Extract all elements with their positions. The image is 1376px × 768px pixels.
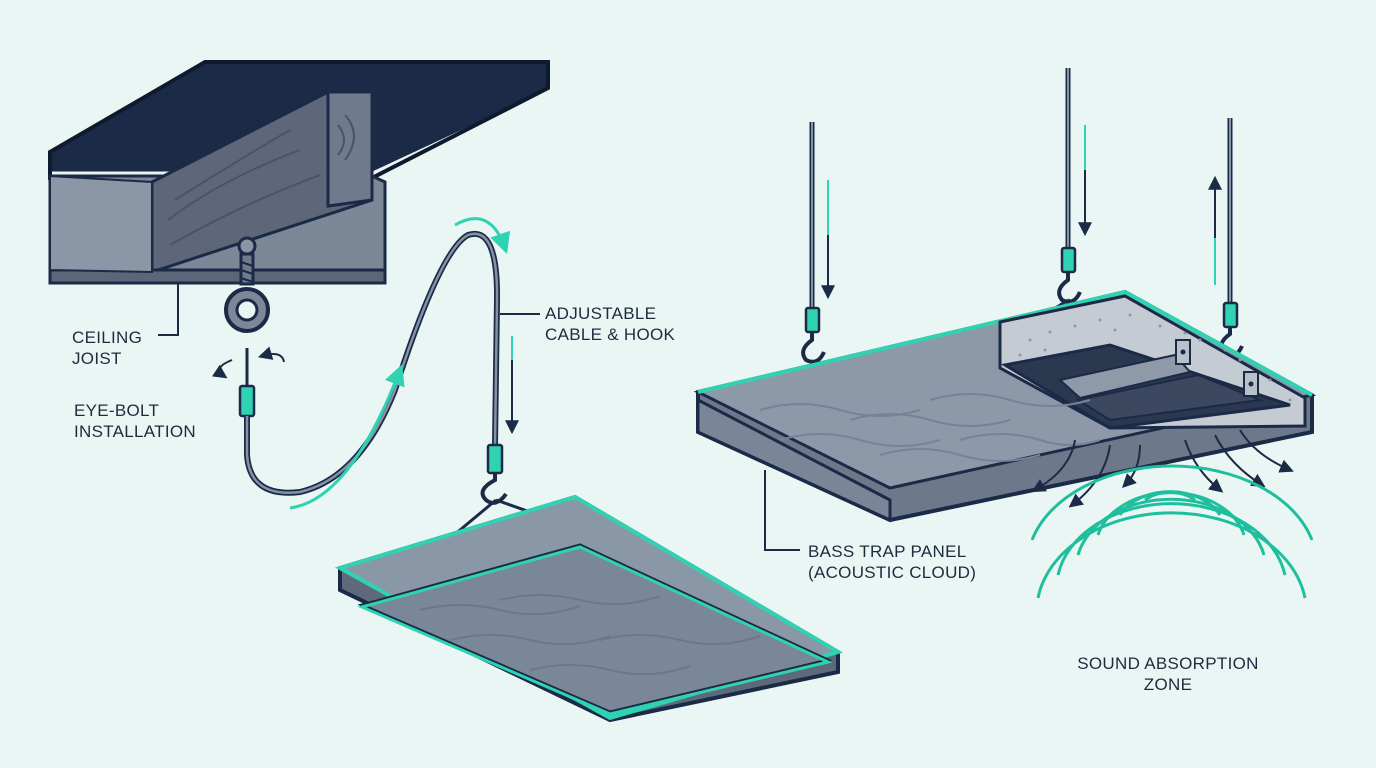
sound-flow-arrows — [1031, 429, 1294, 508]
cable-hook-line-1: ADJUSTABLE — [545, 304, 657, 323]
ceiling-joist-label: CEILING JOIST — [72, 327, 142, 369]
cable-hook-line-2: CABLE & HOOK — [545, 325, 676, 344]
ceiling-joist-leader — [158, 284, 179, 336]
bass-trap-line-1: BASS TRAP PANEL — [808, 542, 967, 561]
sound-zone-line-1: SOUND ABSORPTION — [1077, 654, 1259, 673]
adjustable-cable — [244, 217, 531, 542]
bass-trap-label: BASS TRAP PANEL (ACOUSTIC CLOUD) — [808, 541, 976, 583]
sound-zone-line-2: ZONE — [1143, 675, 1193, 694]
eye-bolt-line-2: INSTALLATION — [74, 422, 196, 441]
cable-hook-label: ADJUSTABLE CABLE & HOOK — [545, 303, 675, 345]
bass-trap-line-2: (ACOUSTIC CLOUD) — [808, 563, 977, 582]
eye-bolt-label: EYE-BOLT INSTALLATION — [74, 400, 196, 442]
ceiling-structure — [48, 60, 550, 285]
ceiling-trim — [48, 268, 387, 285]
bass-trap-panel — [693, 289, 1317, 523]
bass-trap-leader — [764, 470, 800, 551]
ceiling-joist-line-2: JOIST — [72, 349, 122, 368]
joist-end — [326, 90, 374, 208]
hanging-panel — [334, 494, 844, 723]
eye-bolt — [211, 236, 285, 418]
sound-zone-label: SOUND ABSORPTION ZONE — [1068, 653, 1268, 695]
eye-bolt-line-1: EYE-BOLT — [74, 401, 160, 420]
sound-absorption-waves — [1030, 464, 1314, 599]
ceiling-joist-line-1: CEILING — [72, 328, 143, 347]
